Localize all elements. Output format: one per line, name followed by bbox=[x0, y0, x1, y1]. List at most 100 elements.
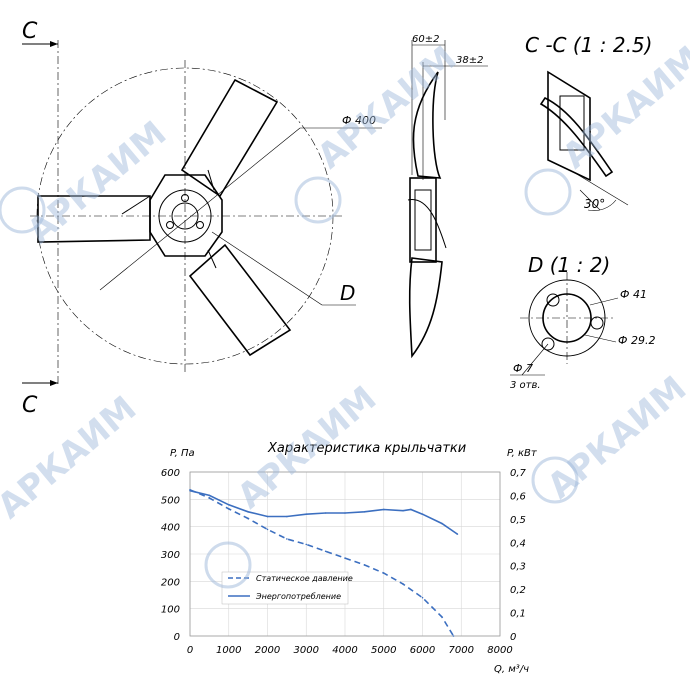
section-cc-angle-leg bbox=[569, 169, 629, 206]
blade-bottom bbox=[188, 243, 292, 357]
watermark-text-1: АРКАИМ bbox=[20, 113, 174, 251]
y-right-tick-label: 0 bbox=[510, 632, 516, 643]
side-blade-lower bbox=[408, 257, 443, 359]
y-left-tick-label: 600 bbox=[161, 468, 180, 479]
section-mark-top: C bbox=[22, 19, 38, 44]
section-mark-bottom: C bbox=[22, 393, 38, 418]
point-static-pressure bbox=[452, 635, 455, 637]
point-power bbox=[324, 512, 327, 514]
point-static-pressure bbox=[324, 550, 327, 553]
detail-d-hole-count: 3 отв. bbox=[510, 380, 541, 391]
diameter-leader bbox=[99, 127, 301, 291]
detail-d-hole-label: Ф 7 bbox=[513, 362, 533, 375]
detail-d-bore-label: Ф 29.2 bbox=[618, 334, 655, 347]
x-tick-label: 3000 bbox=[294, 645, 319, 656]
y-left-tick-label: 500 bbox=[161, 495, 180, 506]
hub-hole-3 bbox=[196, 221, 204, 229]
point-static-pressure bbox=[208, 497, 211, 499]
point-power bbox=[402, 509, 404, 512]
x-tick-label: 8000 bbox=[487, 645, 512, 656]
impeller-characteristic-chart: Характеристика крыльчатки P, Па P, кВт Q… bbox=[161, 441, 538, 675]
series-line-power bbox=[189, 489, 458, 535]
watermark-text-6: АРКАИМ bbox=[540, 368, 690, 506]
section-cc-hub bbox=[547, 70, 591, 182]
detail-d-hole-leader bbox=[521, 343, 549, 376]
detail-d-hole-2 bbox=[590, 316, 604, 330]
side-view: 60±2 38±2 bbox=[407, 34, 488, 359]
point-static-pressure bbox=[305, 543, 308, 546]
section-cc-blade bbox=[539, 96, 614, 178]
point-power bbox=[421, 513, 424, 515]
chart-legend: Статическое давление Энергопотребление bbox=[221, 571, 353, 605]
dim-hub-label: 38±2 bbox=[456, 55, 483, 66]
point-power bbox=[227, 504, 230, 506]
point-static-pressure bbox=[402, 583, 404, 585]
legend-label-power: Энергопотребление bbox=[255, 592, 341, 601]
point-static-pressure bbox=[441, 616, 443, 618]
detail-d-outer-leader bbox=[589, 297, 619, 306]
y-right-tick-label: 0,5 bbox=[510, 515, 526, 526]
y-right-tick-label: 0,1 bbox=[510, 609, 526, 620]
point-static-pressure bbox=[266, 528, 269, 531]
hub-bore bbox=[171, 202, 199, 230]
detail-d-hole-3 bbox=[541, 337, 555, 351]
x-tick-label: 5000 bbox=[371, 645, 396, 656]
detail-d: D (1 : 2) Ф 41 Ф 29.2 Ф 7 3 отв. bbox=[510, 253, 655, 391]
x-tick-label: 0 bbox=[187, 645, 193, 656]
y-right-axis-label: P, кВт bbox=[507, 448, 538, 459]
y-left-tick-label: 200 bbox=[161, 577, 180, 588]
watermark-logo-icon-3 bbox=[524, 168, 572, 216]
detail-d-outer-label: Ф 41 bbox=[620, 288, 647, 301]
x-tick-label: 7000 bbox=[449, 645, 474, 656]
detail-d-hole-1 bbox=[546, 293, 560, 307]
point-static-pressure bbox=[247, 517, 249, 520]
point-power bbox=[208, 494, 211, 497]
y-right-tick-label: 0,6 bbox=[510, 491, 526, 502]
point-static-pressure bbox=[421, 596, 424, 599]
point-power bbox=[286, 515, 288, 518]
chart-title: Характеристика крыльчатки bbox=[267, 441, 466, 456]
point-static-pressure bbox=[286, 538, 288, 540]
point-power bbox=[344, 512, 346, 514]
side-hub-inner bbox=[414, 189, 432, 251]
x-tick-label: 2000 bbox=[255, 645, 280, 656]
plot-frame bbox=[189, 471, 501, 637]
point-power bbox=[456, 533, 459, 535]
legend-label-static-pressure: Статическое давление bbox=[256, 574, 353, 583]
point-power bbox=[363, 511, 366, 513]
main-view: C C Ф 400 D bbox=[22, 19, 382, 418]
x-tick-label: 1000 bbox=[216, 645, 241, 656]
side-blade-upper bbox=[412, 71, 442, 179]
point-static-pressure bbox=[344, 557, 346, 559]
point-static-pressure bbox=[227, 508, 230, 510]
hub-hole-2 bbox=[166, 221, 174, 229]
section-cc: С -С (1 : 2.5) 30° bbox=[525, 33, 652, 211]
section-cc-angle-label: 30° bbox=[584, 197, 605, 211]
y-left-axis-label: P, Па bbox=[170, 448, 195, 459]
watermark-text-3: АРКАИМ bbox=[555, 38, 690, 176]
detail-d-leader bbox=[211, 231, 323, 306]
section-cc-angle-base bbox=[579, 189, 601, 211]
y-left-tick-label: 300 bbox=[161, 550, 180, 561]
side-blade-twist bbox=[407, 199, 447, 249]
watermark-logo-icon-2 bbox=[294, 176, 342, 224]
diameter-label: Ф 400 bbox=[342, 114, 376, 127]
y-right-tick-label: 0,2 bbox=[510, 585, 526, 596]
point-power bbox=[382, 508, 385, 511]
y-right-tick-label: 0,4 bbox=[510, 538, 526, 549]
blade-top bbox=[180, 78, 279, 198]
x-axis-label: Q, м³/ч bbox=[494, 664, 529, 675]
blade-left bbox=[37, 195, 151, 243]
section-cc-bore bbox=[559, 95, 585, 151]
y-left-tick-label: 100 bbox=[161, 605, 180, 616]
x-tick-label: 6000 bbox=[410, 645, 435, 656]
hub-plate bbox=[149, 174, 223, 257]
chart-grid bbox=[189, 471, 501, 637]
side-hub bbox=[409, 177, 437, 263]
point-power bbox=[189, 489, 191, 492]
section-arrow-top-head bbox=[50, 41, 58, 47]
blade-bottom-root bbox=[207, 249, 217, 269]
